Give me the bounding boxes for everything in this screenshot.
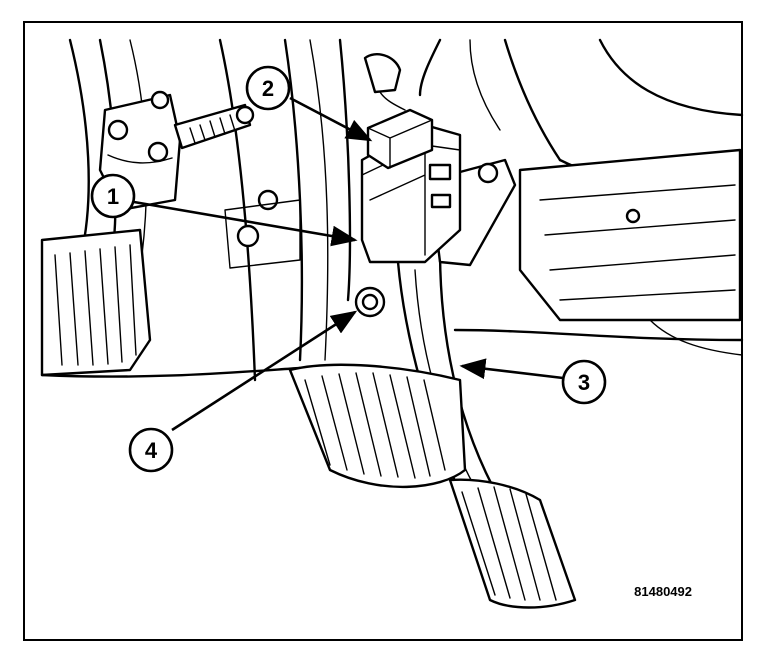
callout-4: 4 (128, 427, 174, 473)
callout-3: 3 (561, 359, 607, 405)
leader-line-3 (459, 358, 564, 380)
callout-label: 2 (262, 76, 274, 101)
figure-id: 81480492 (634, 584, 692, 599)
callout-label: 1 (107, 184, 119, 209)
callout-2: 2 (245, 65, 291, 111)
callout-1: 1 (90, 173, 136, 219)
leader-line-4 (171, 310, 358, 432)
callout-label: 4 (145, 438, 158, 463)
leader-line-1 (133, 200, 358, 247)
leader-line-2 (289, 96, 373, 142)
callout-label: 3 (578, 370, 590, 395)
